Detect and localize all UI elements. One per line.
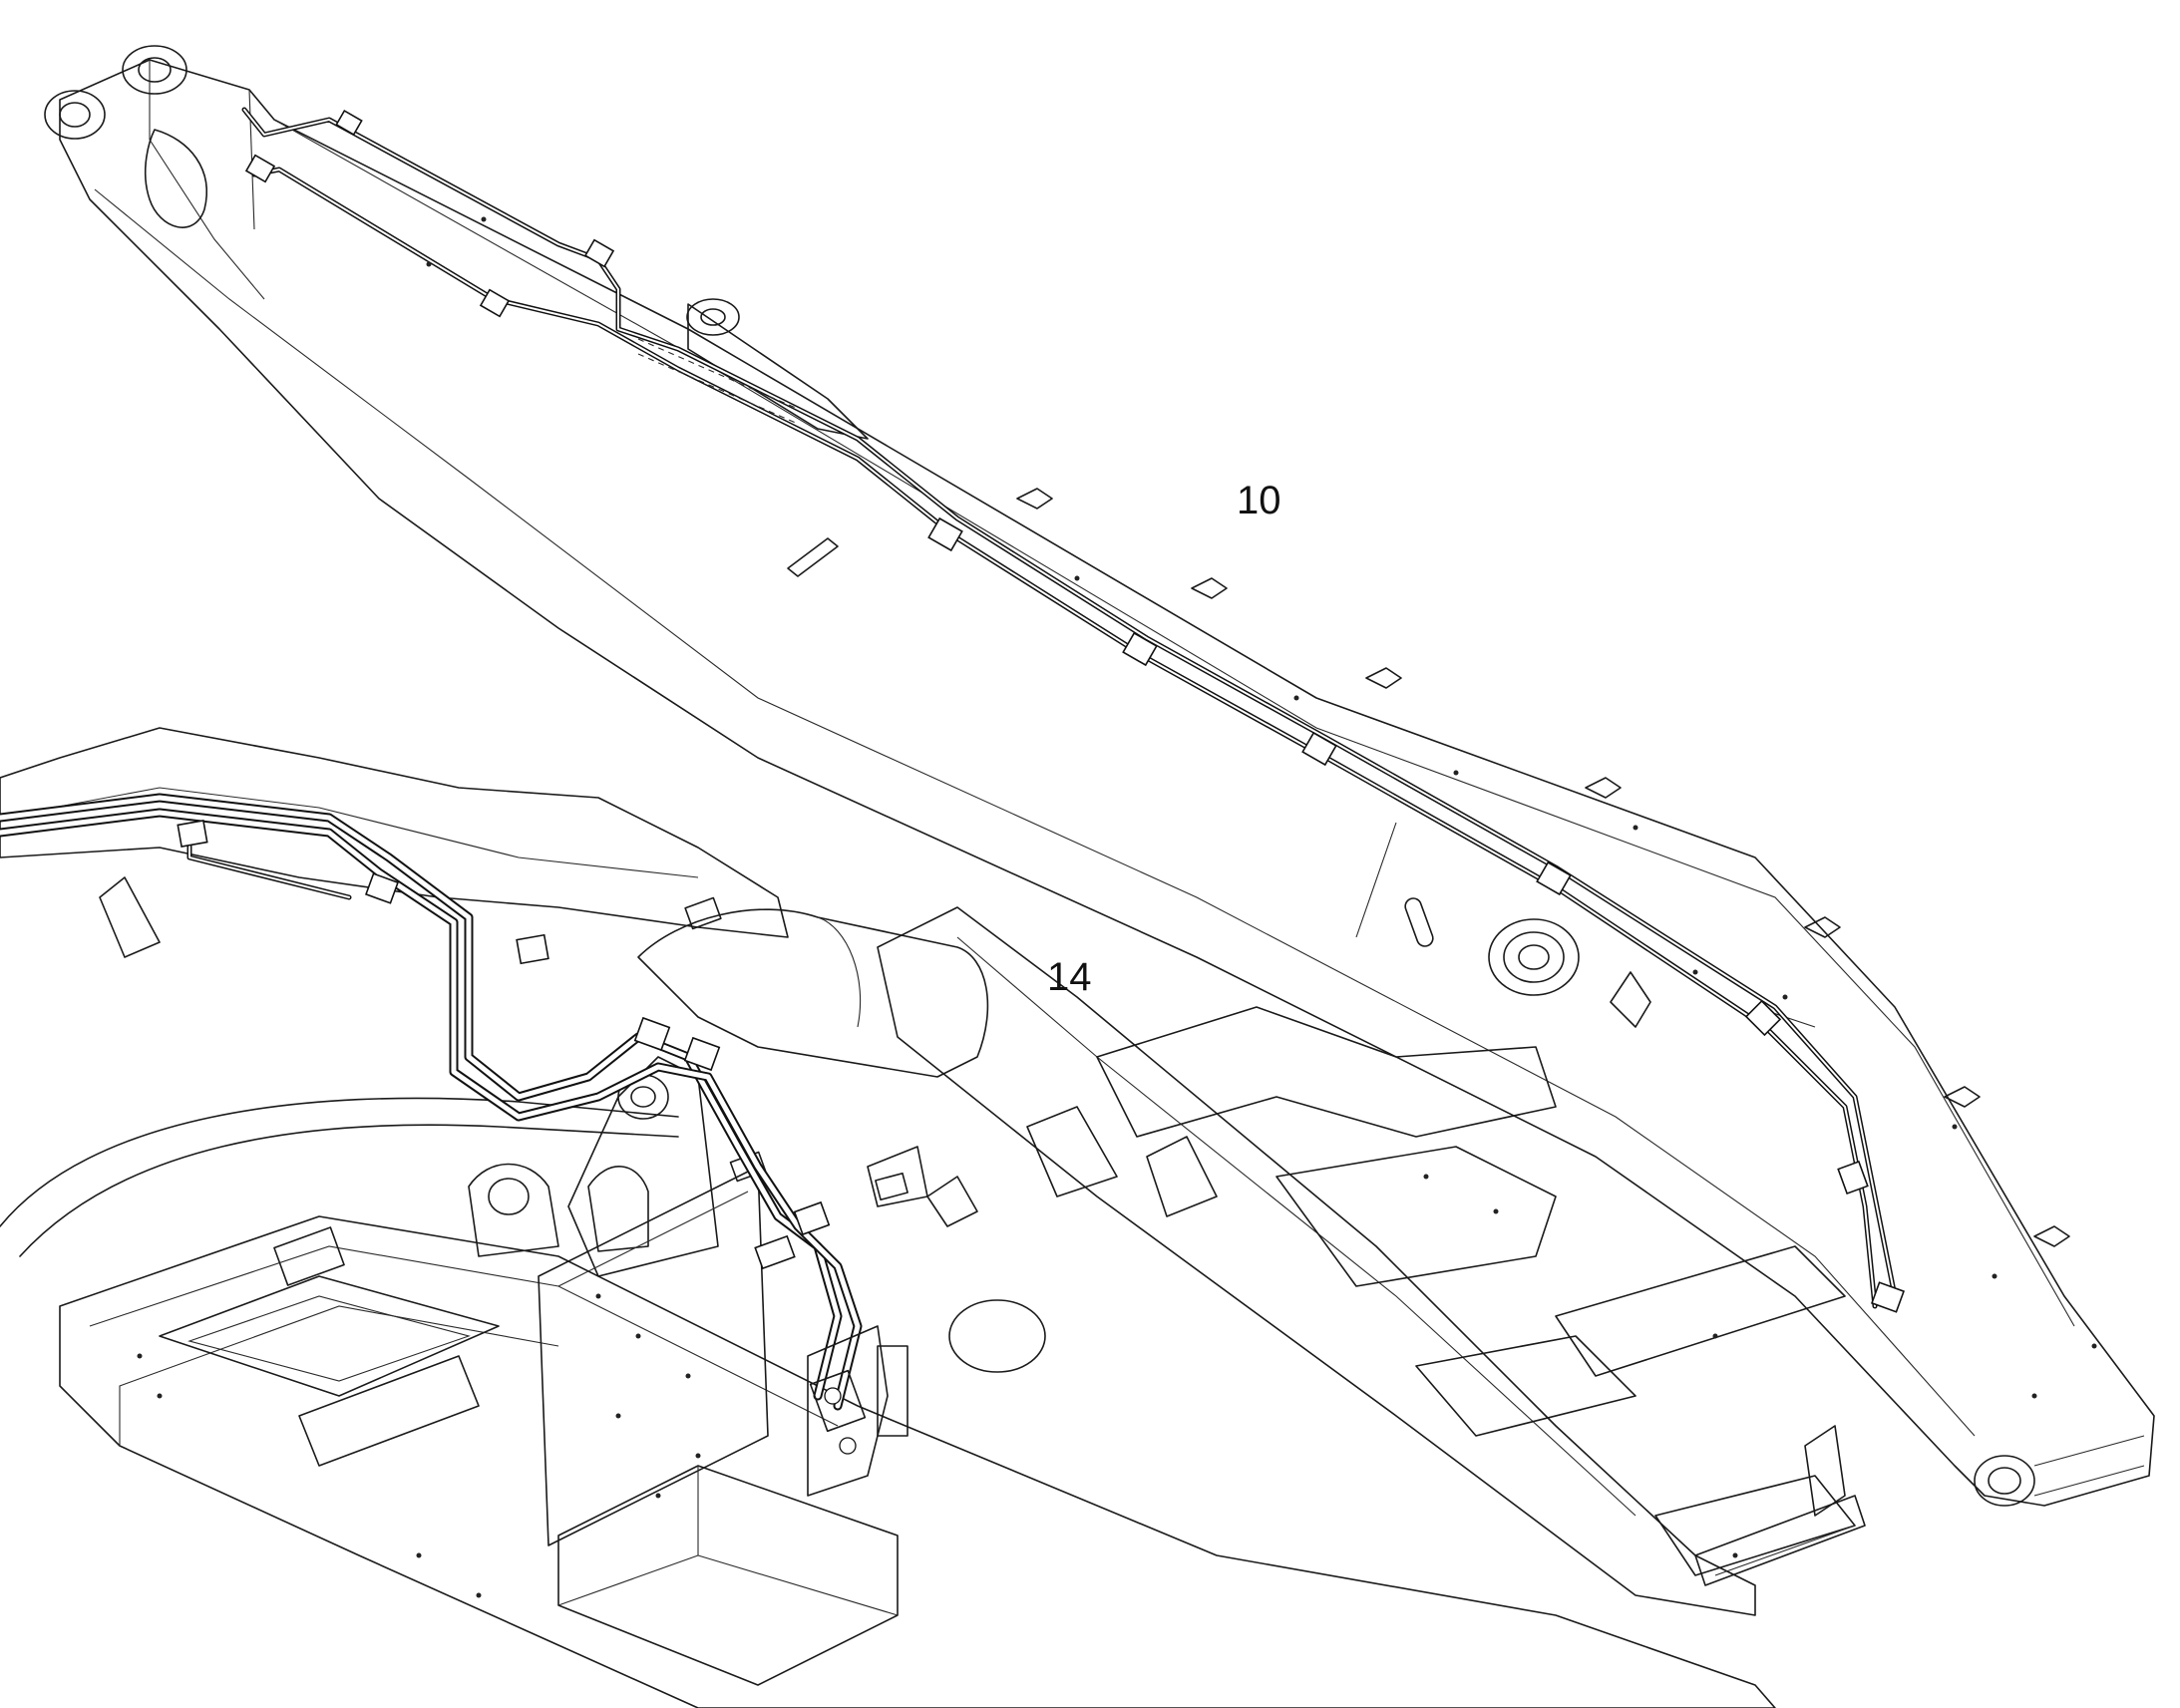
callout-10-label: 10 <box>1237 479 1281 522</box>
boom-outline <box>59 59 2155 1507</box>
boom-foot-pin <box>1974 1435 2145 1507</box>
rear-extension-bracket <box>1694 1425 1866 1586</box>
lower-clamps <box>177 819 831 1270</box>
boom-cylinder <box>637 908 989 1078</box>
left-frame-box <box>159 1226 500 1467</box>
lower-fasteners <box>137 1174 1738 1598</box>
boom-lifting-eye <box>787 537 839 577</box>
right-rail <box>877 906 1856 1616</box>
upper-frame-assembly <box>0 727 1866 1708</box>
lower-cabinet <box>557 1465 899 1686</box>
boom-assembly <box>44 45 2155 1507</box>
lower-hydraulic-hoses <box>0 793 863 1411</box>
boom-hydraulic-lines <box>241 107 1898 1309</box>
control-valve-block <box>807 1325 908 1497</box>
boom-front-lugs <box>44 45 207 228</box>
boom-fasteners <box>426 216 2097 1399</box>
boom-clamps <box>244 109 1906 1313</box>
chassis-outline <box>59 1215 1776 1708</box>
boom-pivot-boss <box>1404 897 1651 1028</box>
lower-arm-outline <box>0 727 789 938</box>
valve-mount-plate <box>538 1166 769 1546</box>
frame-curve <box>0 1097 679 1227</box>
callout-14-label: 14 <box>1047 955 1092 999</box>
boom-brackets <box>1016 488 2070 1247</box>
king-post <box>468 1056 719 1277</box>
